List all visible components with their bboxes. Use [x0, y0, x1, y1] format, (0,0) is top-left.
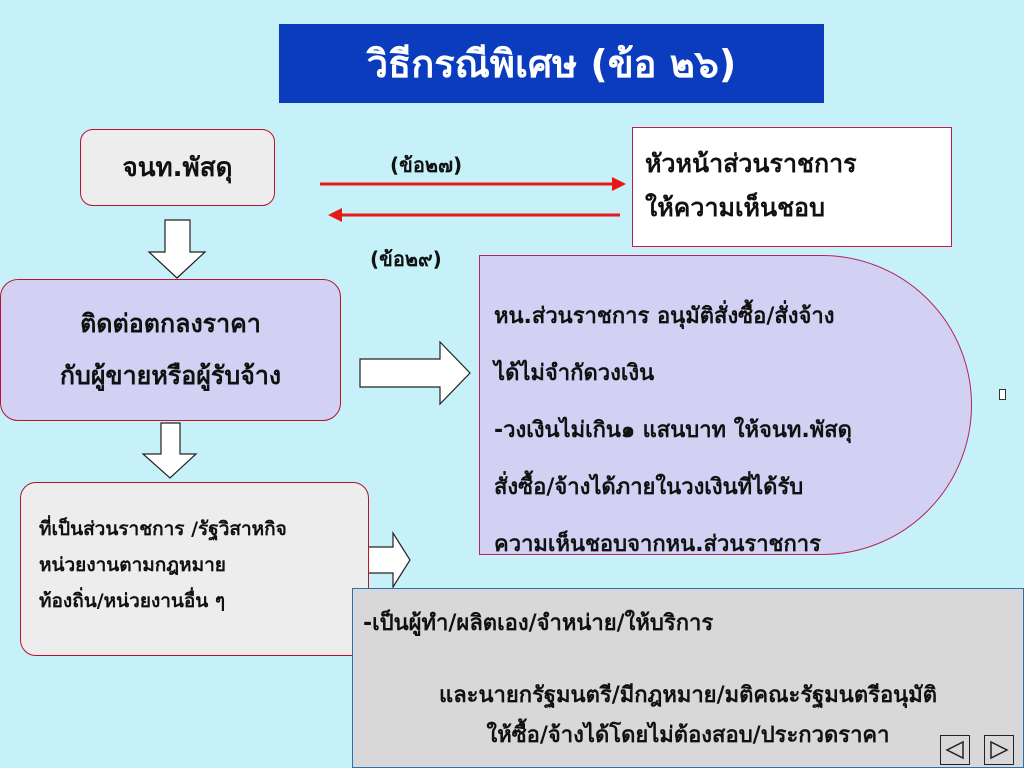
arrow-right-head	[612, 177, 626, 191]
approval-line-5: ความเห็นชอบจากหน.ส่วนราชการ	[494, 532, 821, 555]
exempt-line-2: และนายกรัฐมนตรี/มีกฎหมาย/มติคณะรัฐมนตรีอ…	[439, 683, 937, 708]
approval-line-3: -วงเงินไม่เกิน๑ แสนบาท ให้จนท.พัสดุ	[494, 418, 852, 443]
down-arrow-2	[141, 422, 198, 479]
triangle-left-icon	[945, 740, 964, 760]
prev-slide-button[interactable]	[940, 735, 970, 765]
negotiate-price-box: ติดต่อตกลงราคา กับผู้ขายหรือผู้รับจ้าง	[0, 279, 341, 421]
agency-line-2: หน่วยงานตามกฎหมาย	[39, 554, 226, 576]
negotiate-line-1: ติดต่อตกลงราคา	[80, 309, 261, 338]
exempt-line-1: -เป็นผู้ทำ/ผลิตเอง/จำหน่าย/ให้บริการ	[363, 611, 714, 636]
exempt-line-3: ให้ซื้อ/จ้างได้โดยไม่ต้องสอบ/ประกวดราคา	[486, 723, 890, 748]
approval-line-2: ได้ไม่จำกัดวงเงิน	[494, 361, 655, 386]
approval-line-4: สั่งซื้อ/จ้างได้ภายในวงเงินที่ได้รับ	[494, 475, 804, 500]
head-line-2: ให้ความเห็นชอบ	[645, 193, 825, 222]
approval-box: หน.ส่วนราชการ อนุมัติสั่งซื้อ/สั่งจ้าง ไ…	[479, 255, 972, 555]
next-slide-button[interactable]	[984, 735, 1014, 765]
right-arrow-1	[359, 340, 471, 406]
arrow-left-head	[328, 208, 342, 222]
officer-box: จนท.พัสดุ	[80, 129, 275, 206]
agency-types-box: ที่เป็นส่วนราชการ /รัฐวิสาหกิจ หน่วยงานต…	[20, 482, 369, 656]
approval-line-1: หน.ส่วนราชการ อนุมัติสั่งซื้อ/สั่งจ้าง	[494, 304, 835, 329]
agency-line-3: ท้องถิ่น/หน่วยงานอื่น ๆ	[39, 590, 226, 612]
right-arrow-2	[367, 530, 411, 590]
head-of-agency-box: หัวหน้าส่วนราชการ ให้ความเห็นชอบ	[632, 127, 952, 247]
head-line-1: หัวหน้าส่วนราชการ	[645, 149, 857, 178]
down-arrow-1	[147, 219, 207, 279]
clause-29-label: (ข้อ๒๙)	[370, 247, 442, 271]
clause-27-label: (ข้อ๒๗)	[390, 153, 463, 177]
bullet-marker	[999, 389, 1006, 400]
agency-line-1: ที่เป็นส่วนราชการ /รัฐวิสาหกิจ	[39, 518, 287, 540]
triangle-right-icon	[990, 740, 1009, 760]
negotiate-line-2: กับผู้ขายหรือผู้รับจ้าง	[59, 361, 282, 390]
slide-title: วิธีกรณีพิเศษ (ข้อ ๒๖)	[279, 24, 824, 103]
exempt-conditions-box: -เป็นผู้ทำ/ผลิตเอง/จำหน่าย/ให้บริการ และ…	[352, 588, 1024, 768]
